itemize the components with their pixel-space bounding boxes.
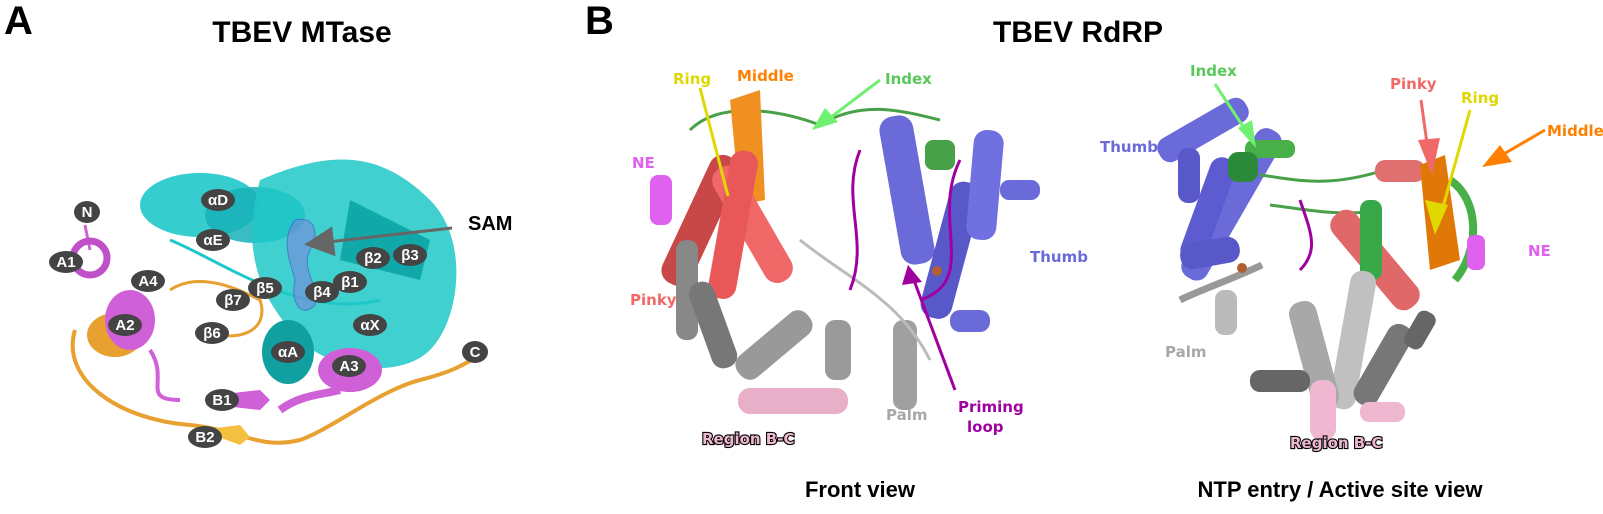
label-index: Index: [885, 70, 932, 88]
mtase-label-oval: A3: [332, 355, 366, 377]
label-oval-text: αX: [360, 317, 379, 334]
label-ne-side: NE: [1528, 242, 1551, 260]
label-pinky: Pinky: [630, 291, 677, 309]
label-oval-text: β5: [256, 280, 274, 297]
label-oval-text: β7: [224, 292, 242, 309]
rdrp-side-labels: Index Thumb Pinky Ring Middle NE Palm Re…: [1100, 62, 1603, 453]
label-oval-text: A3: [339, 358, 358, 375]
label-palm: Palm: [886, 406, 927, 424]
mtase-label-oval: αE: [196, 229, 230, 251]
label-oval-shape: [188, 426, 222, 448]
mtase-label-oval: β3: [393, 244, 427, 266]
label-oval-text: C: [470, 344, 481, 361]
mtase-label-oval: A1: [49, 251, 83, 273]
mtase-label-oval: β4: [305, 281, 339, 303]
label-oval-shape: [49, 251, 83, 273]
label-oval-shape: [462, 341, 488, 363]
label-oval-shape: [332, 355, 366, 377]
label-oval-text: αE: [203, 232, 222, 249]
label-oval-shape: [216, 289, 250, 311]
caption-front-view: Front view: [805, 477, 916, 502]
label-oval-text: N: [82, 204, 93, 221]
mtase-label-oval: A4: [131, 270, 165, 292]
label-oval-text: β1: [341, 274, 359, 291]
panel-b-letter: B: [585, 0, 614, 43]
label-ring-side: Ring: [1461, 89, 1499, 107]
mtase-label-oval: β1: [333, 271, 367, 293]
label-oval-shape: [271, 341, 305, 363]
mtase-structure: [69, 159, 481, 445]
mtase-label-oval: β2: [356, 247, 390, 269]
label-oval-text: B1: [212, 392, 231, 409]
label-oval-text: β3: [401, 247, 419, 264]
caption-side-view: NTP entry / Active site view: [1198, 477, 1484, 502]
label-oval-text: αD: [208, 192, 228, 209]
label-priming-loop: loop: [967, 418, 1004, 436]
label-oval-shape: [356, 247, 390, 269]
label-oval-shape: [205, 389, 239, 411]
mtase-label-oval: B2: [188, 426, 222, 448]
label-ne: NE: [632, 154, 655, 172]
mtase-label-oval: A2: [108, 314, 142, 336]
label-oval-shape: [74, 201, 100, 223]
panel-a-letter: A: [4, 0, 33, 43]
label-priming: Priming: [958, 398, 1024, 416]
label-oval-shape: [305, 281, 339, 303]
panel-a-title: TBEV MTase: [212, 16, 392, 49]
label-oval-shape: [196, 229, 230, 251]
label-thumb: Thumb: [1030, 248, 1088, 266]
mtase-label-oval: B1: [205, 389, 239, 411]
rdrp-front-structure: [650, 90, 1040, 414]
mtase-label-oval: N: [74, 201, 100, 223]
label-oval-text: β4: [313, 284, 331, 301]
label-middle-side: Middle: [1547, 122, 1603, 140]
label-oval-shape: [131, 270, 165, 292]
label-oval-text: A4: [138, 273, 158, 290]
label-ring: Ring: [673, 70, 711, 88]
label-oval-text: A1: [56, 254, 75, 271]
mtase-label-oval: αD: [201, 189, 235, 211]
mtase-label-oval: β5: [248, 277, 282, 299]
label-thumb-side: Thumb: [1100, 138, 1158, 156]
panel-b-title: TBEV RdRP: [993, 16, 1163, 49]
rdrp-side-structure: [1157, 97, 1485, 440]
rdrp-front-labels: Ring Middle Index NE Pinky Thumb Palm Pr…: [630, 67, 1088, 449]
label-oval-shape: [248, 277, 282, 299]
label-region-bc-side: Region B-C: [1290, 434, 1382, 452]
label-index-side: Index: [1190, 62, 1237, 80]
mtase-label-oval: β6: [195, 322, 229, 344]
sam-arrow: [304, 226, 453, 257]
label-oval-shape: [333, 271, 367, 293]
mtase-label-oval: β7: [216, 289, 250, 311]
label-oval-text: αA: [278, 344, 298, 361]
label-oval-text: B2: [195, 429, 214, 446]
label-oval-shape: [201, 189, 235, 211]
label-palm-side: Palm: [1165, 343, 1206, 361]
label-middle: Middle: [737, 67, 794, 85]
label-oval-shape: [353, 314, 387, 336]
label-oval-text: β2: [364, 250, 382, 267]
label-region-bc: Region B-C: [702, 430, 794, 448]
mtase-label-oval: αA: [271, 341, 305, 363]
sam-label: SAM: [468, 213, 512, 235]
label-oval-shape: [108, 314, 142, 336]
mtase-label-oval: αX: [353, 314, 387, 336]
mtase-label-oval: C: [462, 341, 488, 363]
label-oval-text: A2: [115, 317, 134, 334]
label-pinky-side: Pinky: [1390, 75, 1437, 93]
label-oval-shape: [195, 322, 229, 344]
label-oval-text: β6: [203, 325, 221, 342]
label-oval-shape: [393, 244, 427, 266]
